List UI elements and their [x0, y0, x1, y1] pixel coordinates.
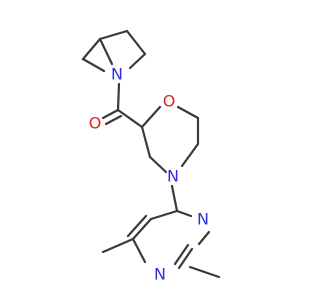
atom-label-N: N: [167, 167, 179, 186]
atom-label-N: N: [197, 210, 209, 229]
bond: [148, 155, 168, 174]
bond: [175, 209, 193, 218]
bond: [140, 105, 162, 129]
bond: [98, 29, 129, 41]
carbonyl-bond-1: [101, 108, 120, 120]
bond: [131, 237, 147, 264]
bond: [140, 125, 152, 159]
bond: [98, 37, 114, 66]
atom-label-O: O: [163, 92, 176, 111]
bond: [180, 142, 200, 168]
bond: [125, 29, 147, 56]
methyl-bond-right: [188, 265, 221, 279]
amide-group: [101, 82, 144, 129]
bond: [177, 247, 194, 270]
atom-label-N: N: [154, 265, 166, 284]
pyrrolidine-ring: [81, 29, 147, 73]
bond: [197, 230, 211, 246]
bond: [170, 184, 179, 213]
bond: [128, 52, 147, 70]
carbonyl-bond-2: [104, 114, 123, 126]
bond: [173, 243, 190, 266]
bond: [126, 214, 148, 238]
bond: [131, 217, 153, 241]
structure-svg: N O O N N N: [81, 29, 221, 284]
methyl-bond-left: [101, 237, 135, 254]
atom-label-O: O: [89, 114, 102, 133]
bond: [116, 108, 144, 129]
molecule-diagram: N O O N N N: [81, 29, 221, 284]
pyrimidine-ring: [126, 209, 211, 270]
bond: [81, 57, 106, 73]
bond: [176, 105, 200, 120]
atom-label-N: N: [111, 65, 123, 84]
morpholine-ring: [140, 105, 200, 174]
bond: [116, 82, 121, 112]
bond: [149, 209, 179, 221]
bond: [81, 37, 102, 61]
